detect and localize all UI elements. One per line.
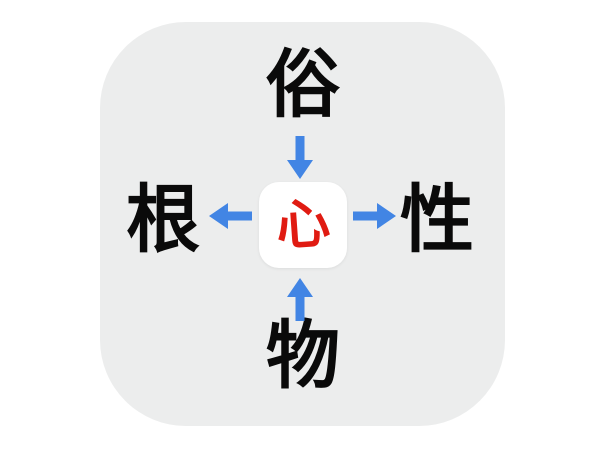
node-label-left: 根 [126, 177, 200, 263]
arrow-up-icon [286, 278, 314, 326]
arrow-down-icon [286, 136, 314, 184]
arrow-right-icon [352, 202, 396, 234]
node-label-right: 性 [400, 177, 474, 263]
center-node-card: 心 [259, 182, 347, 268]
node-label-top: 俗 [266, 42, 340, 128]
node-label-bottom: 物 [266, 313, 340, 399]
arrow-left-icon [209, 202, 253, 234]
center-node-label: 心 [273, 191, 333, 258]
